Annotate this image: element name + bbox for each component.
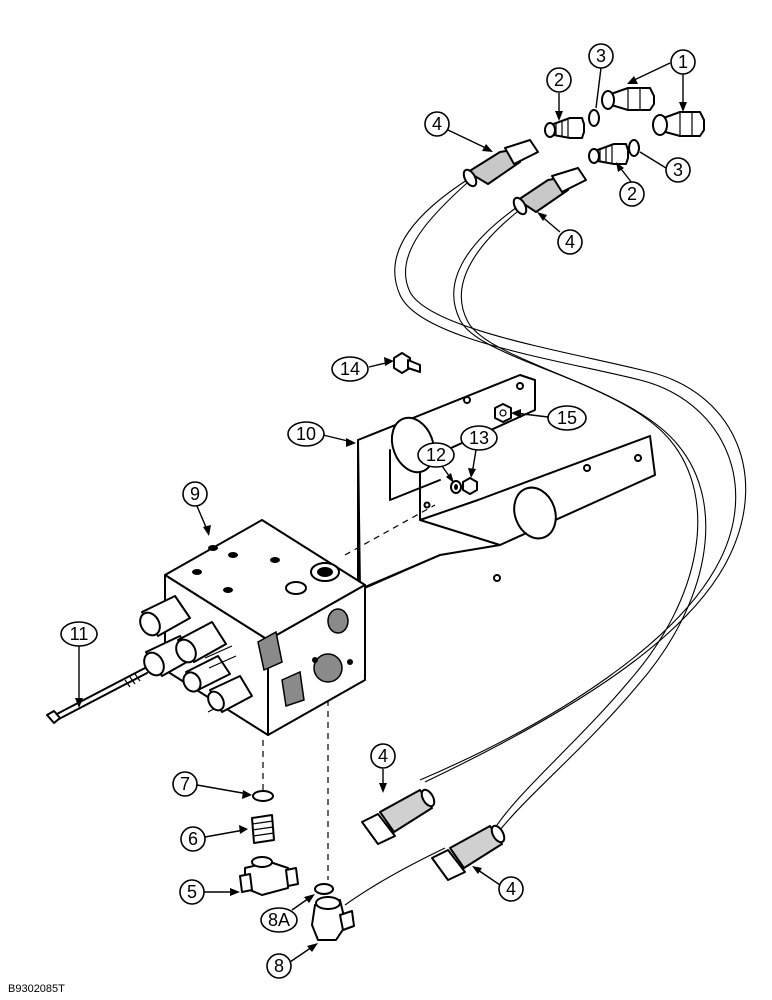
bolt-part-14 — [393, 352, 421, 374]
callout-4-lower-left: 4 — [370, 743, 396, 793]
callout-15: 15 — [511, 405, 587, 431]
hose-end-part-4-upper-left — [462, 139, 539, 188]
callout-label-15: 15 — [557, 408, 577, 428]
callout-3-upper: 3 — [588, 43, 614, 109]
document-id: B9302085T — [8, 983, 65, 995]
elbow-fitting-part-8 — [311, 896, 355, 941]
callout-label-14: 14 — [340, 359, 360, 379]
callout-label-5: 5 — [187, 882, 197, 902]
o-ring-part-7 — [252, 790, 274, 802]
callout-4-lower-right: 4 — [472, 866, 524, 902]
callout-3-lower: 3 — [639, 151, 691, 183]
callout-7: 7 — [172, 771, 252, 799]
callout-label-11: 11 — [70, 624, 89, 644]
nut-part-13 — [462, 477, 478, 495]
callout-label-4: 4 — [565, 232, 575, 252]
callout-label-8: 8 — [274, 956, 284, 976]
cartridge-valve — [182, 655, 231, 693]
callout-4-upper-left: 4 — [424, 111, 493, 152]
callout-4-upper-right: 4 — [537, 212, 583, 255]
o-ring-part-3-lower — [628, 139, 640, 157]
callout-2-upper: 2 — [546, 67, 572, 121]
callout-label-6: 6 — [188, 829, 198, 849]
callout-label-3: 3 — [596, 46, 606, 66]
callout-13: 13 — [460, 425, 498, 478]
callout-14: 14 — [331, 356, 394, 382]
bolt-part-11 — [46, 667, 148, 724]
fitting-part-6 — [251, 814, 275, 844]
callout-8: 8 — [266, 943, 318, 979]
callout-10: 10 — [287, 421, 356, 447]
callout-label-1: 1 — [678, 52, 688, 72]
callout-label-12: 12 — [426, 445, 446, 465]
cartridge-valve — [207, 675, 253, 713]
callout-label-2: 2 — [627, 184, 637, 204]
o-ring-part-3-upper — [588, 109, 600, 127]
callout-9: 9 — [182, 481, 211, 536]
hose-end-part-4-lower-right — [431, 824, 506, 881]
bracket-part-10 — [357, 374, 656, 591]
cartridge-valve — [139, 595, 191, 637]
hose-end-part-4-upper-right — [512, 167, 587, 216]
adapter-part-2-lower — [588, 143, 629, 165]
o-ring-part-8a — [314, 883, 334, 895]
callout-label-3: 3 — [673, 160, 683, 180]
callout-label-4: 4 — [506, 879, 516, 899]
callout-label-2: 2 — [554, 70, 564, 90]
adapter-part-2-upper — [544, 117, 585, 139]
callout-6: 6 — [180, 825, 248, 852]
fitting-part-1-lower — [652, 111, 705, 137]
callout-1: 1 — [627, 49, 696, 112]
callout-2-lower: 2 — [616, 162, 645, 207]
callout-label-4: 4 — [432, 114, 442, 134]
callout-label-7: 7 — [180, 774, 190, 794]
nut-part-15 — [494, 403, 512, 423]
callout-8a: 8A — [260, 894, 315, 933]
callout-11: 11 — [60, 621, 98, 708]
callout-label-8a: 8A — [268, 910, 290, 930]
callout-label-4: 4 — [378, 746, 388, 766]
hose-end-part-4-lower-left — [361, 788, 436, 845]
callout-5: 5 — [179, 879, 240, 905]
washer-part-12 — [450, 480, 462, 494]
tee-fitting-part-5 — [239, 856, 299, 896]
callout-12: 12 — [417, 442, 455, 483]
cartridge-valve — [175, 621, 227, 664]
callout-label-13: 13 — [469, 428, 489, 448]
fitting-part-1-upper — [601, 87, 655, 111]
callout-label-10: 10 — [296, 424, 316, 444]
valve-block-part-9 — [139, 519, 366, 736]
hose-lines — [344, 175, 747, 906]
callout-label-9: 9 — [190, 484, 200, 504]
